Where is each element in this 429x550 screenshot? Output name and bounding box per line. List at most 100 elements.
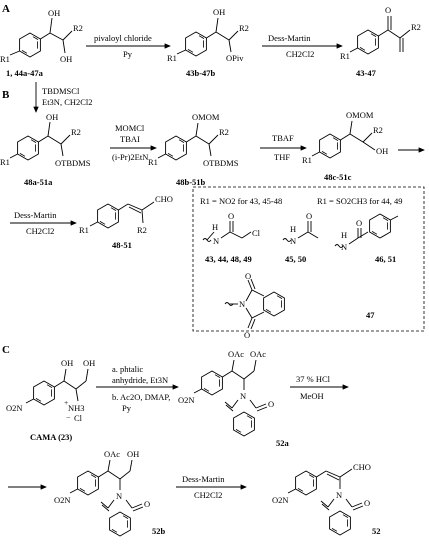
compound-label-48-51: 48-51 <box>112 240 132 250</box>
svg-text:R1: R1 <box>0 157 10 167</box>
svg-text:Cl: Cl <box>252 228 261 238</box>
reagent-c1-4: Py <box>122 403 132 413</box>
reagent-b1-1: TBDMSCl <box>42 86 80 96</box>
svg-text:R2: R2 <box>239 23 249 33</box>
nitrobenzamide-group: H N O 46, 51 <box>334 213 399 264</box>
group-label-47: 47 <box>366 310 375 320</box>
svg-text:R1: R1 <box>148 157 158 167</box>
svg-text:OH: OH <box>83 358 95 368</box>
svg-text:OAc: OAc <box>104 449 120 459</box>
svg-text:H: H <box>212 222 218 232</box>
svg-text:CHO: CHO <box>155 194 173 204</box>
svg-text:OH: OH <box>46 112 58 122</box>
reagent-b4-1: Dess-Martin <box>14 210 57 220</box>
svg-text:N: N <box>290 236 296 246</box>
phthalimide-group: N O O 47 <box>224 271 375 340</box>
svg-text:R1: R1 <box>0 54 10 64</box>
svg-text:H: H <box>341 230 347 240</box>
reagent-c3-1: Dess-Martin <box>182 474 225 484</box>
svg-text:O: O <box>144 499 150 509</box>
reagent-b4-2: CH2Cl2 <box>26 226 54 236</box>
compound-48-51: R1 CHO R2 48-51 <box>79 194 173 250</box>
svg-text:O: O <box>356 218 362 228</box>
compound-48a-51a: R1 OH R2 OTBDMS 48a-51a <box>0 112 91 187</box>
reagent-b2-1: MOMCl <box>115 123 145 133</box>
svg-text:OAc: OAc <box>228 349 244 359</box>
svg-text:O2N: O2N <box>6 403 23 413</box>
chloroacetamide-group: H N O Cl 43, 44, 48, 49 <box>202 211 261 264</box>
reagent-c1-3: b. Ac2O, DMAP, <box>112 392 170 402</box>
svg-text:R2: R2 <box>73 23 83 33</box>
r1-nitro-note: R1 = NO2 for 43, 45-48 <box>200 196 282 206</box>
group-label-43-44-48-49: 43, 44, 48, 49 <box>205 254 252 264</box>
acetamide-group: H N O 45, 50 <box>282 211 319 264</box>
reagent-c2-1: 37 % HCl <box>296 374 331 384</box>
r1-sulfonyl-note: R1 = SO2CH3 for 44, 49 <box>317 196 403 206</box>
substituent-box <box>192 186 425 332</box>
svg-text:O2N: O2N <box>54 495 71 505</box>
svg-text:OMOM: OMOM <box>192 112 220 122</box>
reagent-a1-top: pivaloyl chloride <box>94 33 152 43</box>
reagent-a2-top: Dess-Martin <box>268 33 311 43</box>
svg-text:O2N: O2N <box>272 495 289 505</box>
svg-text:NH3: NH3 <box>68 403 85 413</box>
compound-label-cama: CAMA (23) <box>30 432 72 442</box>
group-label-46-51: 46, 51 <box>375 254 396 264</box>
svg-text:O: O <box>268 399 274 409</box>
reagent-c1-2: anhydride, Et3N <box>112 375 168 385</box>
group-label-45-50: 45, 50 <box>285 254 306 264</box>
reagent-b3-2: THF <box>274 152 290 162</box>
reagent-b3-1: TBAF <box>272 133 294 143</box>
svg-text:OPiv: OPiv <box>226 53 244 63</box>
svg-text:N: N <box>213 236 219 246</box>
compound-label-52: 52 <box>372 526 381 536</box>
svg-text:R2: R2 <box>137 225 147 235</box>
reagent-a1-bot: Py <box>123 49 133 59</box>
svg-text:N: N <box>239 299 245 309</box>
svg-text:O: O <box>306 211 312 221</box>
compound-cama: O2N OH OH NH3 + − Cl CAMA (23) <box>6 358 95 442</box>
reagent-c3-2: CH2Cl2 <box>194 490 222 500</box>
svg-text:H: H <box>290 224 296 234</box>
compound-label-52a: 52a <box>276 438 290 448</box>
compound-label-48a-51a: 48a-51a <box>24 177 53 187</box>
svg-text:OH: OH <box>60 54 72 64</box>
reagent-c2-2: MeOH <box>300 391 324 401</box>
svg-text:OAc: OAc <box>250 349 266 359</box>
svg-text:O: O <box>385 5 391 15</box>
svg-text:O: O <box>245 271 251 281</box>
compound-1-44a-47a: R1 OH R2 OH 1, 44a-47a <box>0 8 83 78</box>
svg-text:O2N: O2N <box>178 395 195 405</box>
svg-text:OH: OH <box>127 449 139 459</box>
compound-52: O2N CHO N O 52 <box>272 462 381 536</box>
compound-label-1-44a-47a: 1, 44a-47a <box>6 68 44 78</box>
compound-label-52b: 52b <box>152 526 166 536</box>
svg-text:R2: R2 <box>373 125 383 135</box>
svg-text:OH: OH <box>61 358 73 368</box>
section-c-label: C <box>2 344 10 356</box>
svg-text:+: + <box>64 398 68 407</box>
compound-label-43-47: 43-47 <box>356 68 377 78</box>
compound-52a: O2N OAc OAc N O 52a <box>178 349 290 448</box>
svg-text:CHO: CHO <box>353 462 371 472</box>
section-b-label: B <box>2 89 10 101</box>
svg-text:OTBDMS: OTBDMS <box>203 158 239 168</box>
svg-text:OH: OH <box>48 8 60 18</box>
compound-43-47: R1 O R2 43-47 <box>340 5 421 78</box>
compound-52b: O2N OAc OH N O 52b <box>54 449 166 537</box>
svg-text:N: N <box>341 242 347 252</box>
compound-43b-47b: R1 OH R2 OPiv 43b-47b <box>167 7 249 78</box>
svg-text:R1: R1 <box>167 53 177 63</box>
compound-label-48c-51c: 48c-51c <box>324 172 352 182</box>
compound-48c-51c: R1 OMOM R2 OH 48c-51c <box>302 110 388 182</box>
section-a-label: A <box>2 3 10 15</box>
compound-label-43b-47b: 43b-47b <box>186 68 216 78</box>
svg-text:N: N <box>240 391 246 401</box>
svg-text:O: O <box>228 211 234 221</box>
svg-text:R1: R1 <box>340 51 350 61</box>
svg-text:R1: R1 <box>302 155 312 165</box>
svg-text:N: N <box>116 491 122 501</box>
svg-text:R2: R2 <box>411 22 421 32</box>
compound-label-48b-51b: 48b-51b <box>176 177 206 187</box>
